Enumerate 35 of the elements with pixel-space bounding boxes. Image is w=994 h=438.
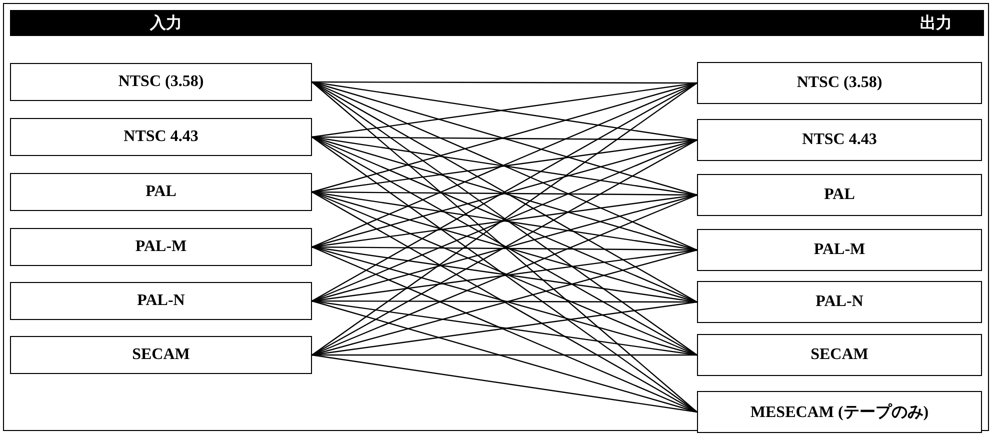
format-label: PAL-N (137, 292, 185, 310)
connector-line (312, 136, 698, 412)
format-label: MESECAM (テープのみ) (750, 402, 929, 422)
connector-line (312, 354, 698, 413)
format-box (697, 174, 982, 216)
column-heading: 出力 (920, 12, 952, 34)
connector-line (312, 136, 697, 141)
format-label: PAL-M (814, 241, 866, 259)
format-box (697, 62, 982, 104)
format-box (10, 282, 312, 320)
format-label: PAL (146, 183, 176, 201)
connector-line (312, 82, 698, 412)
format-box (10, 336, 312, 374)
format-box (697, 229, 982, 271)
format-box (697, 334, 982, 376)
column-heading: 入力 (150, 12, 182, 34)
format-box (10, 118, 312, 156)
format-box (10, 63, 312, 101)
format-box (697, 391, 982, 433)
format-label: PAL-M (135, 238, 187, 256)
connector-line (312, 81, 697, 84)
connector-line (312, 300, 698, 413)
format-label: NTSC (3.58) (796, 74, 882, 92)
format-label: PAL-N (816, 293, 864, 311)
format-box (697, 281, 982, 323)
format-box (10, 228, 312, 266)
format-label: PAL (824, 186, 855, 204)
format-label: SECAM (810, 346, 868, 364)
connector-line (312, 354, 697, 356)
format-box (10, 173, 312, 211)
format-label: NTSC (3.58) (118, 73, 204, 91)
format-box (697, 119, 982, 161)
format-label: NTSC 4.43 (124, 128, 198, 146)
format-label: NTSC 4.43 (802, 131, 877, 149)
format-label: SECAM (132, 346, 190, 364)
